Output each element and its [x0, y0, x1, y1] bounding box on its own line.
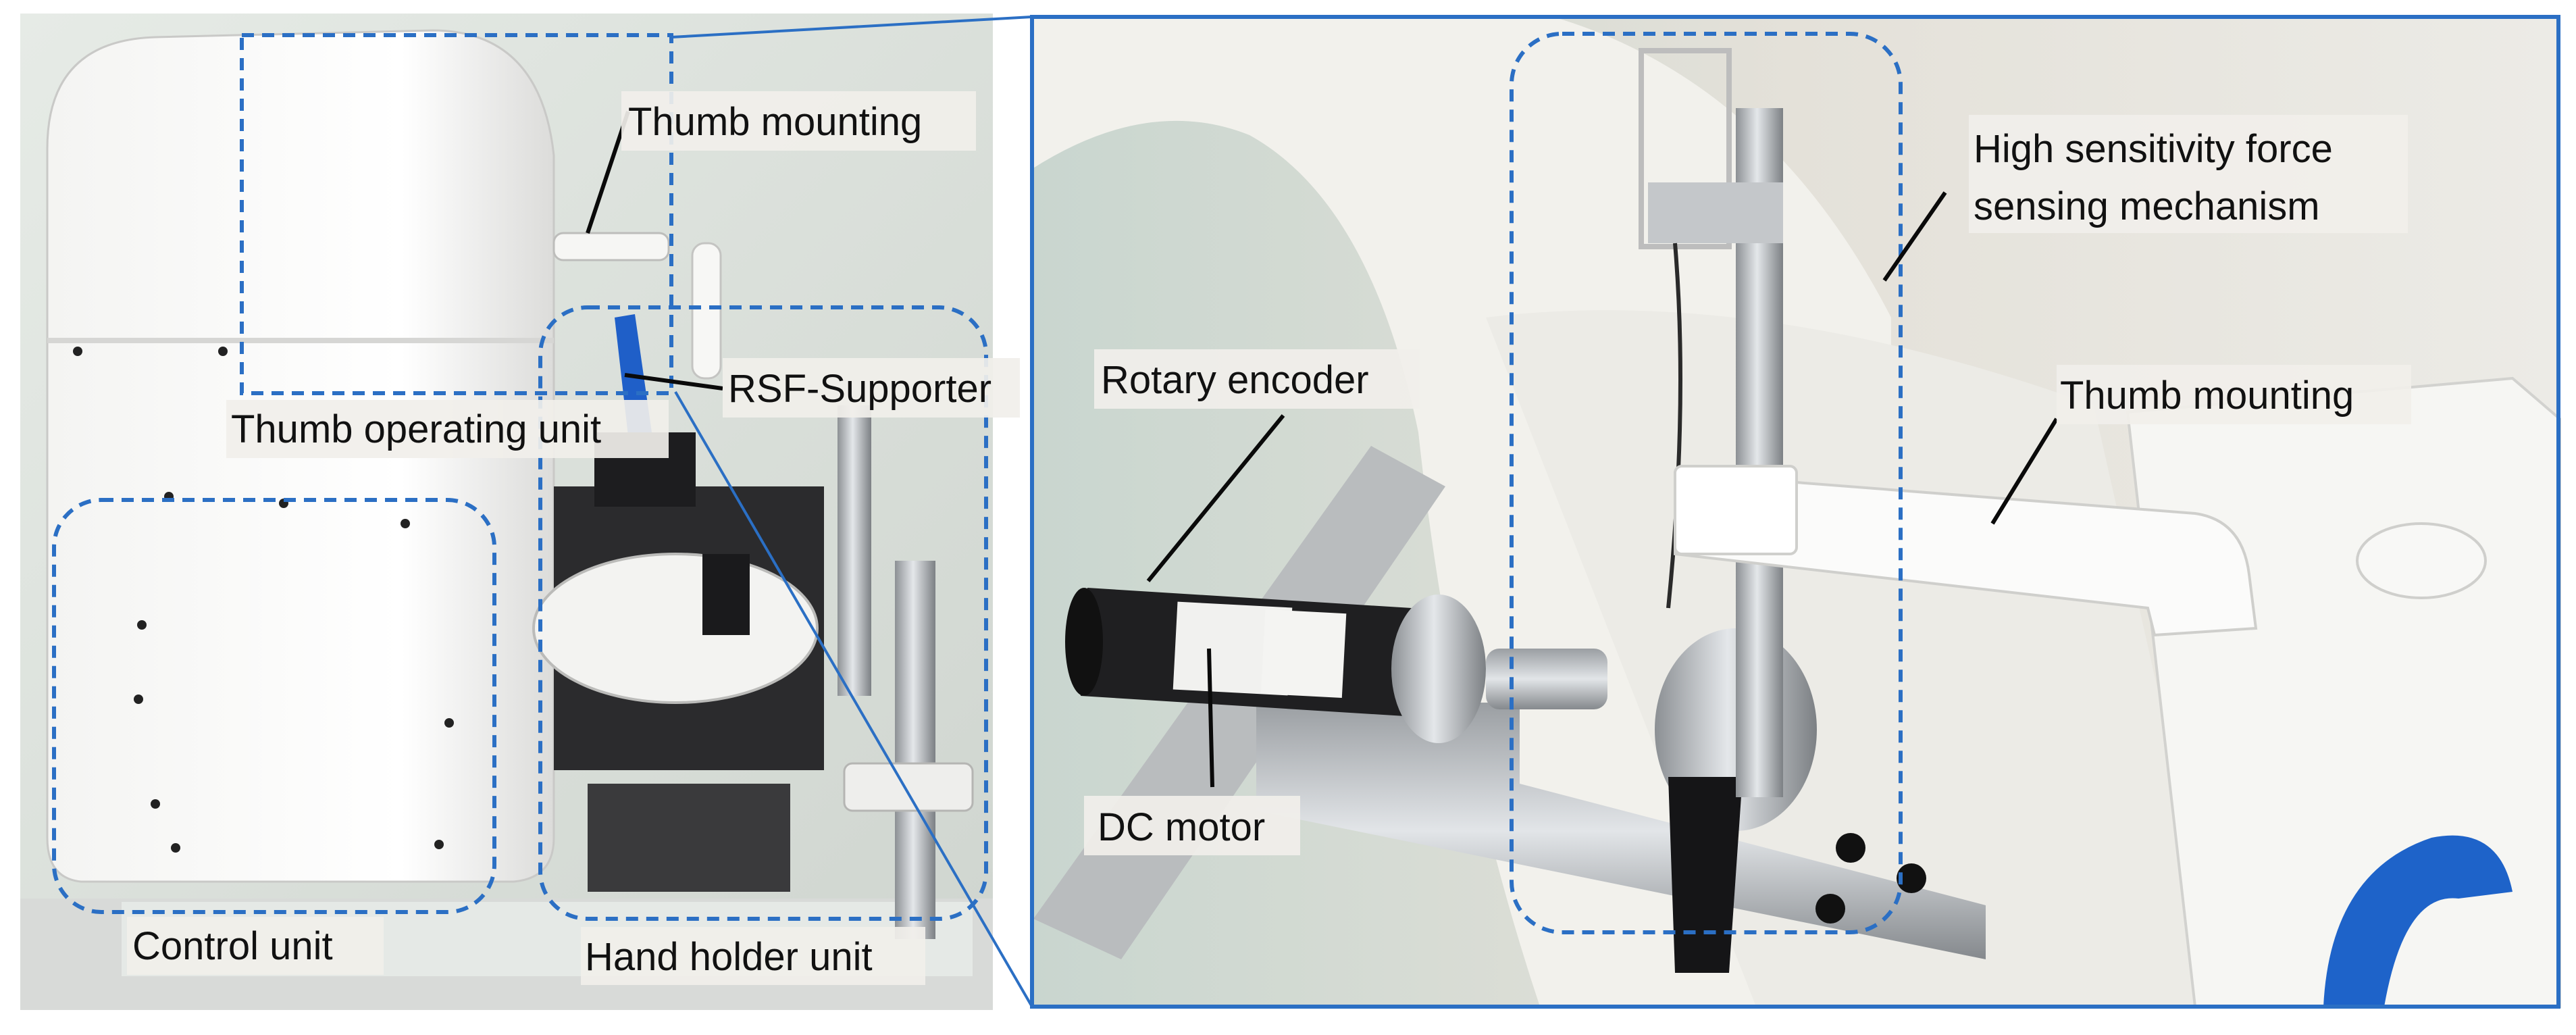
control-unit-box	[52, 498, 496, 914]
hand-holder-cradle	[532, 553, 819, 704]
sensor-clamp	[1648, 182, 1783, 243]
device-seam	[47, 338, 554, 343]
rotary-encoder-callout	[1146, 414, 1285, 582]
label-force-sensing: High sensitivity force sensing mechanism	[1969, 115, 2408, 233]
label-rotary-encoder: Rotary encoder	[1094, 349, 1420, 409]
sensor-frame	[1639, 48, 1732, 249]
white-box-right	[2126, 376, 2561, 1008]
shaft-coupling	[1486, 649, 1607, 709]
white-post	[691, 242, 722, 380]
label-rsf-supporter: RSF-Supporter	[723, 358, 1020, 418]
thumb-operating-unit-box	[240, 33, 673, 395]
force-sensing-box	[1510, 32, 1903, 934]
thumb-mounting-bar	[1674, 465, 2487, 637]
block-screws	[1815, 833, 1926, 924]
zoom-frame	[1030, 15, 2560, 1009]
svg-text:DC motor: DC motor	[1098, 805, 1265, 849]
svg-text:High sensitivity force: High sensitivity force	[1974, 127, 2333, 171]
svg-text:RSF-Supporter: RSF-Supporter	[728, 367, 991, 411]
motor-flange	[1391, 595, 1486, 743]
white-shell-lower	[1486, 310, 2229, 1007]
force-link-black	[1668, 777, 1743, 973]
svg-text:Thumb mounting: Thumb mounting	[628, 100, 922, 144]
label-thumb-mounting-right: Thumb mounting	[2057, 365, 2411, 424]
label-control-unit: Control unit	[127, 917, 384, 975]
svg-text:Thumb mounting: Thumb mounting	[2060, 374, 2354, 418]
left-photo	[20, 14, 993, 1010]
label-hand-holder-unit: Hand holder unit	[581, 927, 925, 985]
label-dc-motor: DC motor	[1084, 796, 1300, 855]
mounting-rail	[1256, 703, 1986, 959]
svg-text:sensing mechanism: sensing mechanism	[1974, 184, 2320, 228]
rod-clamp	[843, 762, 974, 812]
base-plate	[588, 784, 790, 892]
zoom-connector-top	[671, 16, 1033, 39]
zoom-connector-bottom	[674, 390, 1033, 1008]
thumb-mounting-callout-right	[1990, 418, 2059, 525]
blue-rsf-part	[2323, 835, 2513, 1007]
hand-holder-clamp-right	[702, 554, 750, 635]
force-sensing-callout	[1882, 191, 1947, 282]
svg-text:Control unit: Control unit	[132, 924, 333, 968]
rsf-supporter-callout	[624, 373, 723, 390]
metal-rod-front	[895, 561, 935, 939]
svg-text:Rotary encoder: Rotary encoder	[1101, 358, 1369, 402]
label-thumb-operating-unit: Thumb operating unit	[226, 400, 669, 458]
svg-text:Hand holder unit: Hand holder unit	[585, 935, 873, 979]
svg-text:Thumb operating unit: Thumb operating unit	[231, 407, 601, 451]
label-thumb-mounting-left: Thumb mounting	[621, 91, 976, 151]
metal-rod-back	[838, 405, 871, 696]
dc-motor-callout	[1207, 648, 1214, 788]
thumb-mounting-arm	[552, 232, 670, 261]
sensor-wire	[1666, 243, 1682, 609]
dc-motor	[1065, 588, 1412, 716]
